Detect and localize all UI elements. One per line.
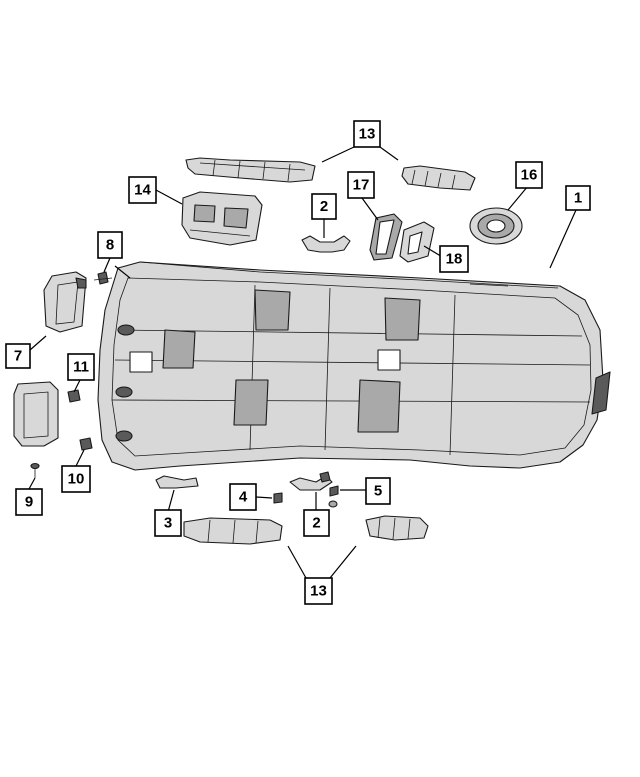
callout-label: 8 <box>106 237 114 254</box>
callout-11: 11 <box>67 353 95 381</box>
callout-label: 14 <box>134 182 151 199</box>
part-2-lower-grab-handle <box>289 471 333 491</box>
part-5-clip <box>328 485 339 508</box>
callout-label: 5 <box>374 483 382 500</box>
part-2-upper-grab-handle <box>301 235 351 253</box>
callout-label: 7 <box>14 348 22 365</box>
callout-1: 1 <box>565 185 591 211</box>
part-3-grab-handle <box>155 475 199 489</box>
callout-2-top: 2 <box>311 193 337 220</box>
callout-label: 13 <box>310 583 327 600</box>
callout-label: 4 <box>239 489 248 506</box>
part-13-lower-left-rail <box>183 517 283 545</box>
callout-label: 16 <box>521 167 538 184</box>
callout-label: 9 <box>25 494 33 511</box>
callout-3: 3 <box>154 509 182 537</box>
callout-label: 18 <box>446 251 463 268</box>
callout-8: 8 <box>97 231 123 259</box>
callout-label: 11 <box>73 359 89 376</box>
headliner-panel <box>97 261 611 471</box>
part-13-lower-right-rail <box>365 515 429 541</box>
callout-label: 2 <box>320 198 328 215</box>
part-7-sun-visor <box>43 271 87 333</box>
callout-label: 13 <box>359 126 376 143</box>
callout-10: 10 <box>61 465 91 493</box>
part-18-bezel <box>399 221 435 263</box>
callout-2-bottom: 2 <box>303 509 330 537</box>
callout-label: 17 <box>353 177 370 194</box>
callout-16: 16 <box>515 161 543 189</box>
callout-18: 18 <box>439 245 469 273</box>
callout-label: 3 <box>164 515 172 532</box>
part-13-right-rail <box>401 165 476 191</box>
callout-17: 17 <box>347 171 375 199</box>
part-4-clip <box>273 492 283 504</box>
callout-5: 5 <box>365 477 391 505</box>
callout-7: 7 <box>5 343 31 369</box>
callout-4: 4 <box>229 483 257 511</box>
part-16-vent <box>469 207 523 245</box>
part-sun-visor-lower <box>13 381 59 447</box>
callout-label: 1 <box>574 190 582 207</box>
part-14-overhead-console <box>181 191 263 246</box>
part-9-screw <box>30 462 40 478</box>
part-8-clip <box>93 271 113 285</box>
callout-label: 10 <box>68 471 85 488</box>
part-17-lamp <box>369 213 403 261</box>
callout-9: 9 <box>15 488 43 516</box>
callout-13-top: 13 <box>353 120 381 148</box>
callout-label: 2 <box>312 515 320 532</box>
part-13-left-rail <box>185 157 316 183</box>
callout-14: 14 <box>128 176 157 204</box>
part-10-clip <box>79 437 93 451</box>
callout-13-bottom: 13 <box>304 577 333 605</box>
